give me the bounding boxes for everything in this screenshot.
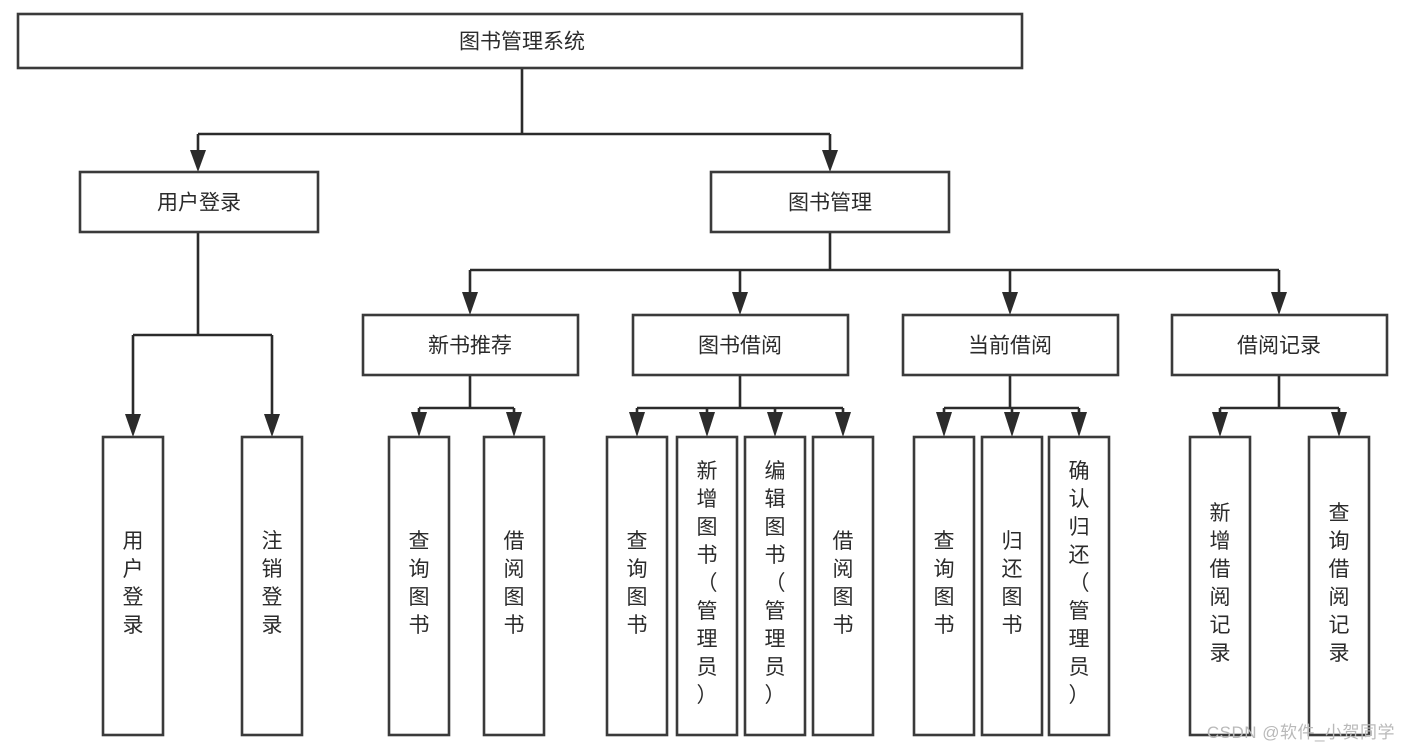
leaf-box-cb-return-book xyxy=(980,435,1044,737)
node-label-book-borrowing: 图书借阅 xyxy=(698,335,782,358)
node-user-login[interactable]: 用户登录 xyxy=(78,170,320,234)
leaf-node-br-add-record[interactable]: 新增借阅记录 xyxy=(1188,435,1252,737)
arrow-head-bb-query-book xyxy=(629,412,645,437)
arrow-head-br-add-record xyxy=(1212,412,1228,437)
leaf-label-bb-borrow-book: 借阅图书 xyxy=(833,530,854,637)
leaf-label-nb-borrow-book: 借阅图书 xyxy=(504,530,525,637)
arrow-head-current-borrow xyxy=(1002,292,1018,315)
leaf-box-user-login xyxy=(101,435,165,737)
arrow-head-leaf-user-login xyxy=(125,414,141,437)
node-label-user-login: 用户登录 xyxy=(157,192,241,215)
connector-layer xyxy=(125,68,1347,437)
arrow-head-cb-query-book xyxy=(936,412,952,437)
leaf-box-br-add-record xyxy=(1188,435,1252,737)
leaf-node-cb-return-book[interactable]: 归还图书 xyxy=(980,435,1044,737)
arrow-head-bb-edit-book xyxy=(767,412,783,437)
leaf-node-cb-confirm-return-admin[interactable]: 确认归还（管理员） xyxy=(1047,435,1111,737)
arrow-head-bb-borrow-book xyxy=(835,412,851,437)
arrow-head-user-login xyxy=(190,150,206,172)
leaf-label-user-login: 用户登录 xyxy=(123,530,144,637)
csdn-watermark: CSDN @软件_小贺同学 xyxy=(1206,723,1395,742)
node-label-book-management: 图书管理 xyxy=(788,192,872,215)
node-current-borrowing[interactable]: 当前借阅 xyxy=(901,313,1120,377)
leaf-node-bb-query-book[interactable]: 查询图书 xyxy=(605,435,669,737)
leaf-box-nb-borrow-book xyxy=(482,435,546,737)
leaf-node-bb-add-book-admin[interactable]: 新增图书（管理员） xyxy=(675,435,739,737)
leaf-box-cb-confirm-return-admin xyxy=(1047,435,1111,737)
leaf-node-nb-borrow-book[interactable]: 借阅图书 xyxy=(482,435,546,737)
node-borrowing-record[interactable]: 借阅记录 xyxy=(1170,313,1389,377)
arrow-head-cb-return-book xyxy=(1004,412,1020,437)
node-label-borrowing-record: 借阅记录 xyxy=(1237,335,1321,358)
leaf-label-cb-query-book: 查询图书 xyxy=(934,530,955,637)
leaf-box-br-query-record xyxy=(1307,435,1371,737)
arrow-head-bb-add-book xyxy=(699,412,715,437)
leaf-box-cb-query-book xyxy=(912,435,976,737)
leaf-label-br-query-record: 查询借阅记录 xyxy=(1329,502,1350,665)
leaf-label-bb-edit-book-admin: 编辑图书（管理员） xyxy=(765,460,786,707)
node-book-management[interactable]: 图书管理 xyxy=(709,170,951,234)
arrow-head-br-query-record xyxy=(1331,412,1347,437)
node-root-book-management-system[interactable]: 图书管理系统 xyxy=(16,12,1024,70)
node-label-current-borrowing: 当前借阅 xyxy=(968,335,1052,358)
leaf-node-cb-query-book[interactable]: 查询图书 xyxy=(912,435,976,737)
leaf-box-nb-query-book xyxy=(387,435,451,737)
arrow-head-book-borrow xyxy=(732,292,748,315)
leaf-label-cb-return-book: 归还图书 xyxy=(1002,530,1023,637)
leaf-node-bb-edit-book-admin[interactable]: 编辑图书（管理员） xyxy=(743,435,807,737)
arrow-head-nb-query-book xyxy=(411,412,427,437)
leaf-node-nb-query-book[interactable]: 查询图书 xyxy=(387,435,451,737)
leaf-box-logout xyxy=(240,435,304,737)
arrow-head-book-mgmt xyxy=(822,150,838,172)
node-box-book-borrowing xyxy=(631,313,850,377)
arrow-head-nb-borrow-book xyxy=(506,412,522,437)
node-box-user-login xyxy=(78,170,320,234)
node-box-borrowing-record xyxy=(1170,313,1389,377)
leaf-box-bb-edit-book-admin xyxy=(743,435,807,737)
arrow-head-leaf-logout xyxy=(264,414,280,437)
leaf-label-bb-add-book-admin: 新增图书（管理员） xyxy=(697,460,718,707)
leaf-node-bb-borrow-book[interactable]: 借阅图书 xyxy=(811,435,875,737)
leaf-node-user-login[interactable]: 用户登录 xyxy=(101,435,165,737)
leaf-node-logout[interactable]: 注销登录 xyxy=(240,435,304,737)
arrow-head-new-book-rec xyxy=(462,292,478,315)
leaf-label-logout: 注销登录 xyxy=(262,530,283,637)
node-box-current-borrowing xyxy=(901,313,1120,377)
leaf-box-bb-add-book-admin xyxy=(675,435,739,737)
leaf-node-br-query-record[interactable]: 查询借阅记录 xyxy=(1307,435,1371,737)
node-box-root xyxy=(16,12,1024,70)
node-box-new-book-recommendation xyxy=(361,313,580,377)
leaf-label-nb-query-book: 查询图书 xyxy=(409,530,430,637)
arrow-head-cb-confirm-return xyxy=(1071,412,1087,437)
node-new-book-recommendation[interactable]: 新书推荐 xyxy=(361,313,580,377)
leaf-box-bb-borrow-book xyxy=(811,435,875,737)
leaf-label-cb-confirm-return-admin: 确认归还（管理员） xyxy=(1069,460,1090,707)
node-label-root: 图书管理系统 xyxy=(459,31,585,54)
arrow-head-borrow-record xyxy=(1271,292,1287,315)
leaf-label-bb-query-book: 查询图书 xyxy=(627,530,648,637)
node-label-new-book-recommendation: 新书推荐 xyxy=(428,335,512,358)
leaf-label-br-add-record: 新增借阅记录 xyxy=(1210,502,1231,665)
node-book-borrowing[interactable]: 图书借阅 xyxy=(631,313,850,377)
leaf-box-bb-query-book xyxy=(605,435,669,737)
node-box-book-management xyxy=(709,170,951,234)
